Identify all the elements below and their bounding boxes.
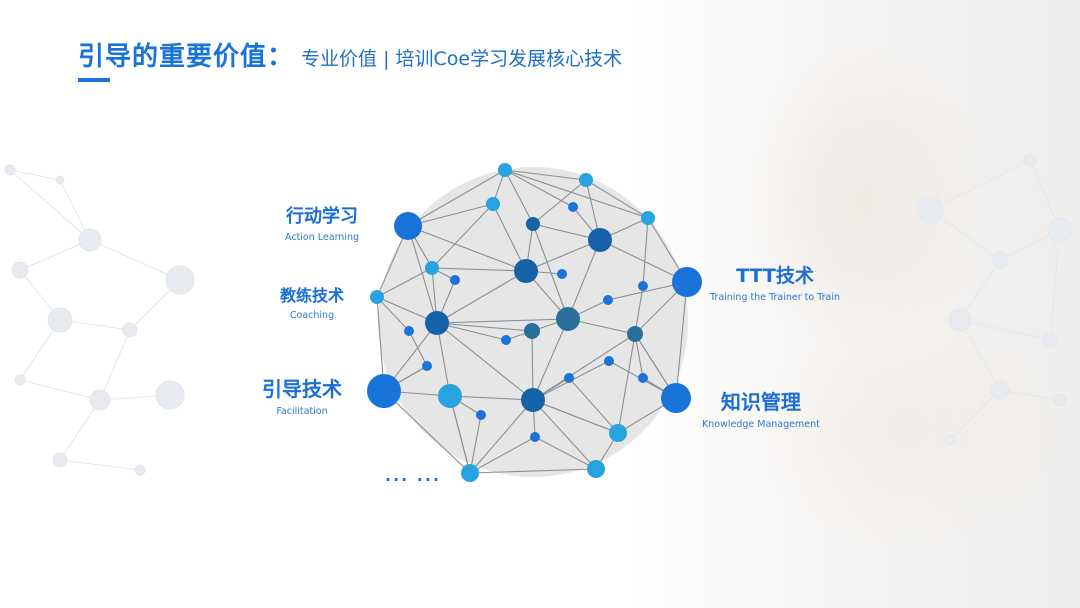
label-facilitation: 引导技术 Facilitation — [262, 373, 342, 417]
network-node — [587, 460, 605, 478]
network-node — [564, 373, 574, 383]
network-node — [661, 383, 691, 413]
network-node — [501, 335, 511, 345]
label-action-learning: 行动学习 Action Learning — [285, 202, 359, 243]
network-node — [394, 212, 422, 240]
label-action-learning-en: Action Learning — [285, 232, 359, 243]
label-knowledge-zh: 知识管理 — [702, 386, 820, 415]
network-node — [638, 281, 648, 291]
network-node — [461, 464, 479, 482]
label-ttt-en: Training the Trainer to Train — [710, 292, 840, 303]
network-node — [404, 326, 414, 336]
network-node — [524, 323, 540, 339]
network-node — [450, 275, 460, 285]
network-node — [530, 432, 540, 442]
label-coaching-en: Coaching — [280, 310, 344, 321]
label-facilitation-en: Facilitation — [262, 406, 342, 417]
label-knowledge-en: Knowledge Management — [702, 419, 820, 430]
network-node — [425, 311, 449, 335]
network-node — [370, 290, 384, 304]
label-coaching: 教练技术 Coaching — [280, 282, 344, 321]
network-node — [514, 259, 538, 283]
label-facilitation-zh: 引导技术 — [262, 373, 342, 402]
more-ellipsis: ... ... — [385, 466, 441, 485]
network-node — [557, 269, 567, 279]
network-node — [422, 361, 432, 371]
network-node — [609, 424, 627, 442]
network-node — [476, 410, 486, 420]
network-node — [367, 374, 401, 408]
label-action-learning-zh: 行动学习 — [285, 202, 359, 228]
network-node — [521, 388, 545, 412]
label-ttt-zh: TTT技术 — [710, 261, 840, 288]
label-knowledge-management: 知识管理 Knowledge Management — [702, 386, 820, 430]
network-node — [526, 217, 540, 231]
network-node — [603, 295, 613, 305]
network-node — [556, 307, 580, 331]
network-node — [568, 202, 578, 212]
label-ttt: TTT技术 Training the Trainer to Train — [710, 261, 840, 303]
network-node — [641, 211, 655, 225]
network-node — [425, 261, 439, 275]
network-node — [498, 163, 512, 177]
network-node — [604, 356, 614, 366]
network-node — [579, 173, 593, 187]
network-node — [672, 267, 702, 297]
network-node — [638, 373, 648, 383]
label-coaching-zh: 教练技术 — [280, 282, 344, 306]
network-node — [627, 326, 643, 342]
network-node — [588, 228, 612, 252]
network-node — [486, 197, 500, 211]
network-node — [438, 384, 462, 408]
